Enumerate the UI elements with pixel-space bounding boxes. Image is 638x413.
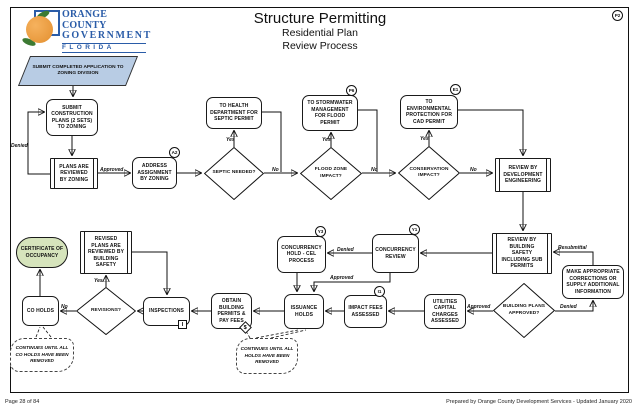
ref-marker-y3: Y3 xyxy=(315,226,326,237)
ref-marker-e1: E1 xyxy=(450,84,461,95)
node-environmental-protection: TO ENVIRONMENTAL PROTECTION FOR CAD PERM… xyxy=(400,95,458,129)
ref-marker-i1: I1 xyxy=(374,286,385,297)
node-development-engineering: REVIEW BY DEVELOPMENT ENGINEERING xyxy=(495,158,551,192)
ref-marker-p2: P2 xyxy=(612,10,623,21)
label-no-septic: No xyxy=(272,167,279,173)
node-revised-plans-review: REVISED PLANS ARE REVIEWED BY BUILDING S… xyxy=(80,231,132,274)
node-building-safety-review: REVIEW BY BUILDING SAFETY INCLUDING SUB … xyxy=(492,233,552,274)
decision-revisions: REVISIONS? xyxy=(76,287,136,335)
node-concurrency-review: CONCURRENCY REVIEW xyxy=(372,234,419,273)
label-no-conservation: No xyxy=(470,167,477,173)
label-yes-revisions: Yes xyxy=(94,278,103,284)
logo-line1: Orange County xyxy=(62,9,108,31)
node-impact-fees: IMPACT FEES ASSESSED xyxy=(344,295,387,328)
node-certificate-occupancy: CERTIFICATE OF OCCUPANCY xyxy=(16,237,68,268)
label-denied-building: Denied xyxy=(560,304,577,310)
label-yes-septic: Yes xyxy=(226,137,235,143)
ref-marker-a2: A2 xyxy=(169,147,180,158)
label-no-revisions: No xyxy=(61,304,68,310)
node-make-corrections: MAKE APPROPRIATE CORRECTIONS OR SUPPLY A… xyxy=(562,265,624,299)
node-issuance-holds: ISSUANCE HOLDS xyxy=(284,294,324,329)
node-utilities-charges: UTILITIES CAPITAL CHARGES ASSESSED xyxy=(424,294,466,329)
label-denied-concurrency: Denied xyxy=(337,247,354,253)
flag-inspections: I xyxy=(178,320,187,329)
page-subtitle-2: Review Process xyxy=(282,40,358,53)
node-submit-application: SUBMIT COMPLETED APPLICATION TO ZONING D… xyxy=(17,56,139,86)
label-approved-zoning: Approved xyxy=(100,167,124,173)
note-co-holds: CONTINUES UNTIL ALL CO HOLDS HAVE BEEN R… xyxy=(10,338,74,372)
decision-conservation: CONSERVATION IMPACT? xyxy=(398,146,460,200)
decision-building-plans-approved: BUILDING PLANS APPROVED? xyxy=(493,283,555,338)
decision-flood-zone: FLOOD ZONE IMPACT? xyxy=(300,147,362,200)
node-co-holds: CO HOLDS xyxy=(22,296,59,326)
node-health-department: TO HEALTH DEPARTMENT FOR SEPTIC PERMIT xyxy=(206,97,262,129)
decision-septic-needed: SEPTIC NEEDED? xyxy=(204,147,264,200)
note-issuance-holds: CONTINUES UNTIL ALL HOLDS HAVE BEEN REMO… xyxy=(236,338,298,374)
page-border xyxy=(10,7,629,393)
page-subtitle-1: Residential Plan xyxy=(282,27,358,40)
label-approved-building: Approved xyxy=(467,304,491,310)
label-yes-flood: Yes xyxy=(322,137,331,143)
label-denied-zoning: Denied xyxy=(11,143,28,149)
orange-county-logo: Orange County Government FLORIDA xyxy=(21,9,152,57)
logo-line3: FLORIDA xyxy=(62,42,146,54)
node-concurrency-hold: CONCURRENCY HOLD - CEL PROCESS xyxy=(277,236,326,273)
node-plans-reviewed-zoning: PLANS ARE REVIEWED BY ZONING xyxy=(50,158,98,189)
node-stormwater-management: TO STORMWATER MANAGEMENT FOR FLOOD PERMI… xyxy=(302,95,358,131)
label-approved-concurrency: Approved xyxy=(330,275,354,281)
page-title: Structure Permitting xyxy=(253,10,387,27)
footer-page-number: Page 28 of 84 xyxy=(5,399,40,405)
node-submit-construction-plans: SUBMIT CONSTRUCTION PLANS (2 SETS) TO ZO… xyxy=(46,99,98,136)
ref-marker-y1: Y1 xyxy=(409,224,420,235)
footer-prepared-by: Prepared by Orange County Development Se… xyxy=(446,399,632,405)
orange-fruit-icon xyxy=(26,16,53,43)
label-yes-conservation: Yes xyxy=(420,136,429,142)
node-address-assignment: ADDRESS ASSIGNMENT BY ZONING xyxy=(132,157,177,189)
label-no-flood: No xyxy=(371,167,378,173)
title-block: Structure Permitting Residential Plan Re… xyxy=(199,10,441,54)
node-obtain-permits: OBTAIN BUILDING PERMITS & PAY FEES xyxy=(211,293,252,329)
label-resubmittal: Resubmittal xyxy=(558,245,587,251)
logo-line2: Government xyxy=(62,30,152,41)
ref-marker-p6: P6 xyxy=(346,85,357,96)
